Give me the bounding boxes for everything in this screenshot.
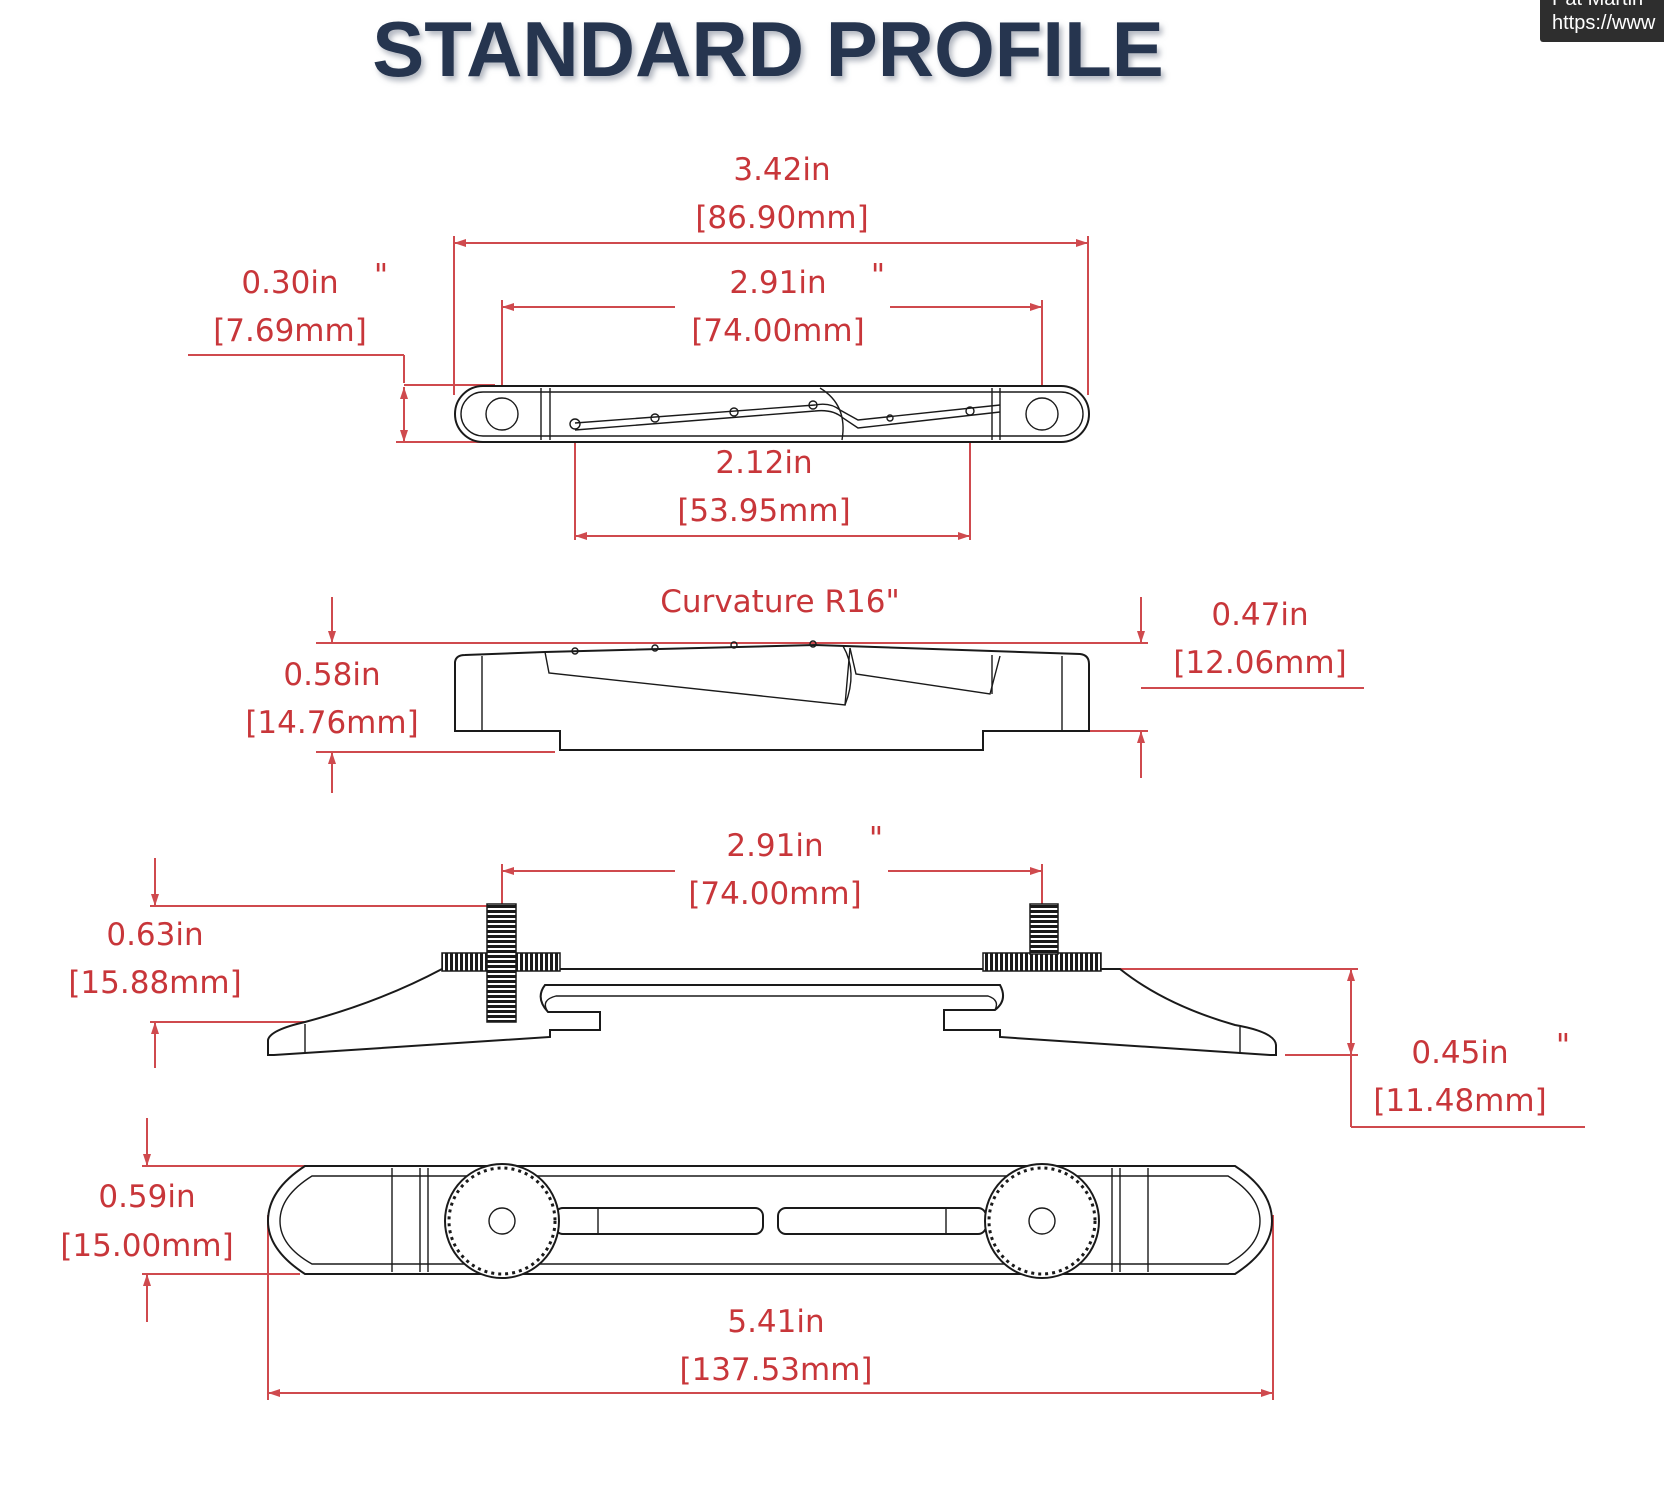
post-spacing-in: 2.91in — [729, 265, 826, 301]
post-spacing-mm: [74.00mm] — [691, 313, 864, 349]
front-right-height-in: 0.45in — [1411, 1035, 1508, 1071]
front-right-height-mm: [11.48mm] — [1373, 1083, 1546, 1119]
post-spacing-mark: " — [871, 258, 885, 294]
bridge-bottom-outline — [266, 1165, 1274, 1275]
wheel-left — [444, 1163, 560, 1279]
height-in: 0.30in — [241, 265, 338, 301]
overall-width-in: 3.42in — [733, 152, 830, 188]
right-height-in: 0.47in — [1211, 597, 1308, 633]
front-view: 2.91in " [74.00mm] 0.63in [15.88mm] 0.45… — [68, 821, 1585, 1128]
wheel-right — [984, 1163, 1100, 1279]
right-height-mm: [12.06mm] — [1173, 645, 1346, 681]
left-height-mm: [14.76mm] — [245, 705, 418, 741]
bridge-front-outline — [267, 968, 1277, 1056]
front-post-spacing-in: 2.91in — [726, 828, 823, 864]
saddle-span-mm: [53.95mm] — [677, 493, 850, 529]
post-left — [486, 903, 517, 1023]
post-right — [1029, 903, 1059, 955]
side-view: Curvature R16" 0.58in [14.76mm] 0.47in [… — [245, 584, 1364, 793]
page-title: STANDARD PROFILE — [372, 5, 1164, 93]
depth-in: 0.59in — [98, 1179, 195, 1215]
slot-right — [777, 1207, 987, 1235]
overall-width-mm: [86.90mm] — [695, 200, 868, 236]
overall-length-mm: [137.53mm] — [679, 1352, 872, 1388]
post-hole-right — [1025, 397, 1059, 431]
tooltip-url: https://www — [1552, 12, 1656, 34]
front-left-height-mm: [15.88mm] — [68, 965, 241, 1001]
height-mm: [7.69mm] — [213, 313, 367, 349]
front-right-height-mark: " — [1556, 1028, 1570, 1064]
bottom-view: 0.59in [15.00mm] 5.41in [137.53mm] — [60, 1118, 1274, 1400]
post-hole-left — [485, 397, 519, 431]
height-mark: " — [374, 258, 388, 294]
front-post-spacing-mm: [74.00mm] — [688, 876, 861, 912]
overall-length-in: 5.41in — [727, 1304, 824, 1340]
wheel-left-hole — [488, 1207, 516, 1235]
depth-mm: [15.00mm] — [60, 1228, 233, 1264]
front-post-spacing-mark: " — [869, 821, 883, 857]
thumbwheel-right — [982, 952, 1102, 972]
front-left-height-in: 0.63in — [106, 917, 203, 953]
wheel-right-hole — [1028, 1207, 1056, 1235]
tooltip-author: Pat Martin — [1552, 0, 1643, 11]
curvature-label: Curvature R16" — [660, 584, 899, 620]
left-height-in: 0.58in — [283, 657, 380, 693]
url-tooltip: Pat Martin https://www — [1540, 0, 1664, 42]
top-view: 3.42in [86.90mm] 2.91in " [74.00mm] 0.30… — [188, 152, 1090, 540]
saddle-span-in: 2.12in — [715, 445, 812, 481]
